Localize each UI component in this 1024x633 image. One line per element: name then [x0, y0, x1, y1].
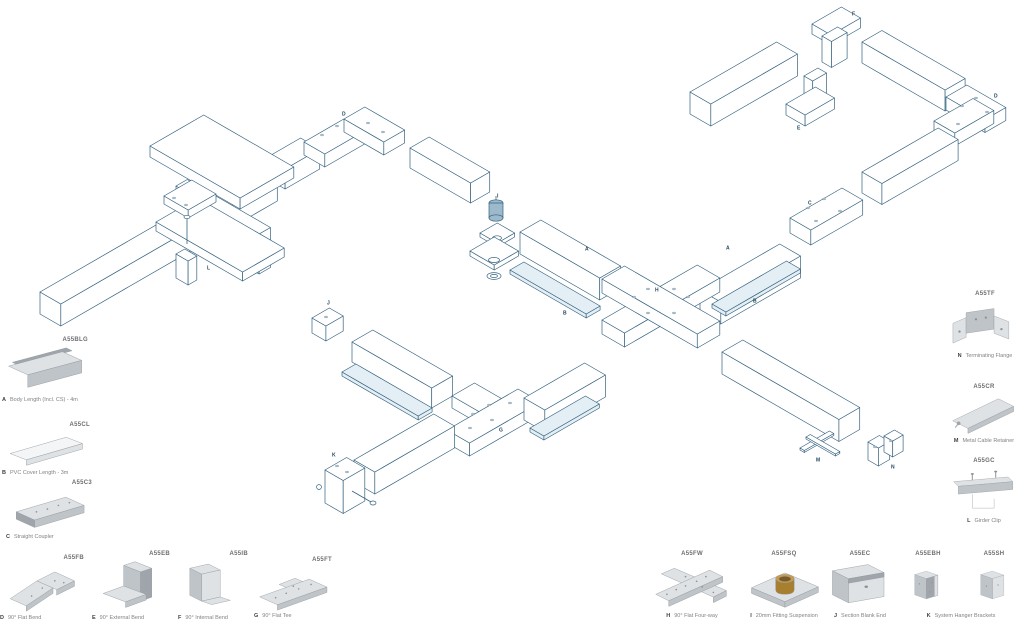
product-code: A55FT [312, 557, 332, 563]
a55tf-photo [952, 308, 1010, 344]
a55sh-photo [980, 570, 1005, 600]
callout-letter-J: J [327, 301, 330, 307]
product-sub-a55sh: A55SH [968, 550, 1020, 611]
product-code: A55BLG [62, 337, 88, 343]
product-code: A55TF [975, 291, 995, 297]
callout-letter-D: D [994, 94, 998, 100]
product-sub-a55ebh: A55EBH [902, 550, 954, 611]
a55cr-photo [952, 398, 1015, 434]
product-code: A55C3 [71, 480, 92, 486]
product-code: A55CL [69, 422, 90, 428]
callout-letter-D: D [342, 112, 346, 118]
a55ec-photo [831, 564, 885, 604]
a55cl-photo [9, 436, 84, 466]
callout-letter-B: B [563, 311, 567, 317]
product-code: A55EC [849, 551, 871, 557]
product-code: A55EB [149, 551, 170, 557]
product-code: A55SH [983, 551, 1005, 557]
a55fw-photo [655, 568, 727, 607]
a55c3-photo [15, 496, 85, 528]
product-code: A55GC [973, 458, 995, 464]
a55blg-photo [7, 347, 83, 388]
a55ebh-photo [914, 570, 939, 600]
product-code: A55FB [63, 555, 84, 561]
product-card-hanger-brackets: A55EBH A55SH [902, 550, 1020, 620]
a55ib-photo [189, 563, 232, 605]
a55ft-photo [259, 578, 328, 611]
product-code: A55EBH [915, 551, 941, 557]
callout-letter-E: E [797, 126, 801, 132]
a55fsq-photo [750, 572, 819, 608]
callout-letter-B: B [753, 299, 757, 305]
a55gc-photo [953, 470, 1014, 509]
callout-letter-N: N [891, 465, 895, 471]
product-code: A55IB [229, 551, 248, 557]
callout-letter-G: G [499, 428, 503, 434]
callout-letter-A: A [585, 247, 589, 253]
product-code: A55FSQ [771, 551, 797, 557]
a55eb-photo [102, 561, 153, 608]
a55fb-photo [9, 571, 75, 612]
callout-letter-L: L [207, 266, 210, 272]
callout-letter-I: I [497, 194, 499, 200]
callout-letter-H: H [655, 288, 659, 294]
callout-letter-A: A [726, 246, 730, 252]
callout-letter-C: C [808, 201, 812, 207]
product-code: A55CR [973, 384, 995, 390]
product-code: A55FW [681, 551, 703, 557]
callout-letter-K: K [332, 453, 336, 459]
callout-letter-F: F [852, 12, 855, 18]
callout-letter-M: M [816, 458, 820, 464]
